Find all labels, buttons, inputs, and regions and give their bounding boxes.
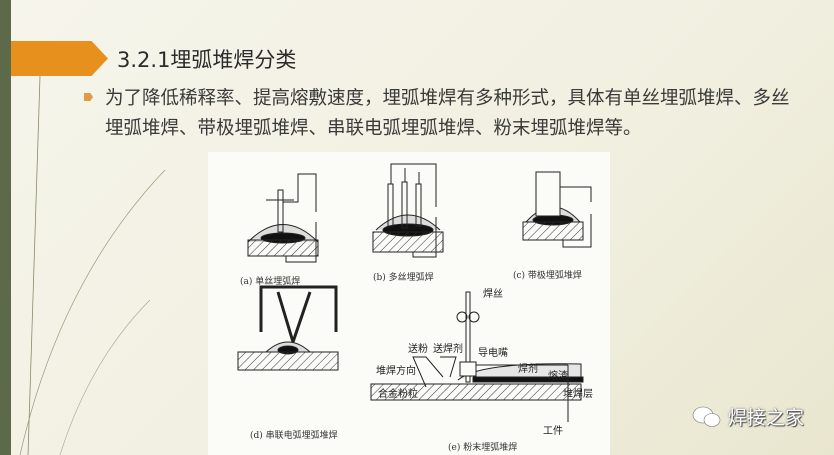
caption-e: (e) 粉末埋弧堆焊 xyxy=(448,443,518,453)
diagram-d xyxy=(237,285,339,371)
label-wire: 焊丝 xyxy=(483,289,503,300)
label-direction: 堆焊方向 xyxy=(376,366,416,377)
watermark-text: 焊接之家 xyxy=(728,407,805,429)
diagram-e xyxy=(370,291,584,422)
diagram-b xyxy=(372,163,444,258)
caption-c: (c) 带极埋弧堆焊 xyxy=(513,271,582,281)
diagram-drawings xyxy=(237,163,592,422)
label-alloy-powder: 合金粉粒 xyxy=(378,389,418,400)
wechat-icon xyxy=(692,406,721,427)
label-contact-tip: 导电嘴 xyxy=(478,348,508,359)
label-slag: 熔渣 xyxy=(548,371,568,382)
caption-a: (a) 单丝埋弧焊 xyxy=(240,277,301,287)
left-accent-bar xyxy=(0,0,11,455)
bullet-arrow-icon xyxy=(84,93,93,101)
welding-diagram-figure: (a) 单丝埋弧焊 (b) 多丝埋弧焊 (c) 带极埋弧堆焊 (d) 串联电弧埋… xyxy=(208,152,610,455)
slide-title: 3.2.1埋弧堆焊分类 xyxy=(117,48,297,72)
label-deposit: 堆焊层 xyxy=(563,389,593,400)
title-arrow-shape xyxy=(11,41,108,76)
watermark: 焊接之家 xyxy=(692,403,804,430)
diagram-c xyxy=(522,171,592,248)
label-flux: 焊剂 xyxy=(518,364,538,375)
diagram-a xyxy=(247,173,319,263)
label-flux-feed: 送焊剂 xyxy=(433,344,463,355)
label-powder-feed: 送粉 xyxy=(408,344,428,355)
label-workpiece: 工件 xyxy=(543,426,563,437)
caption-d: (d) 串联电弧埋弧堆焊 xyxy=(250,431,338,441)
slide-body-text: 为了降低稀释率、提高熔敷速度，埋弧堆焊有多种形式，具体有单丝埋弧堆焊、多丝埋弧堆… xyxy=(105,88,790,139)
caption-b: (b) 多丝埋弧焊 xyxy=(373,273,434,283)
decorative-lines xyxy=(19,75,166,455)
